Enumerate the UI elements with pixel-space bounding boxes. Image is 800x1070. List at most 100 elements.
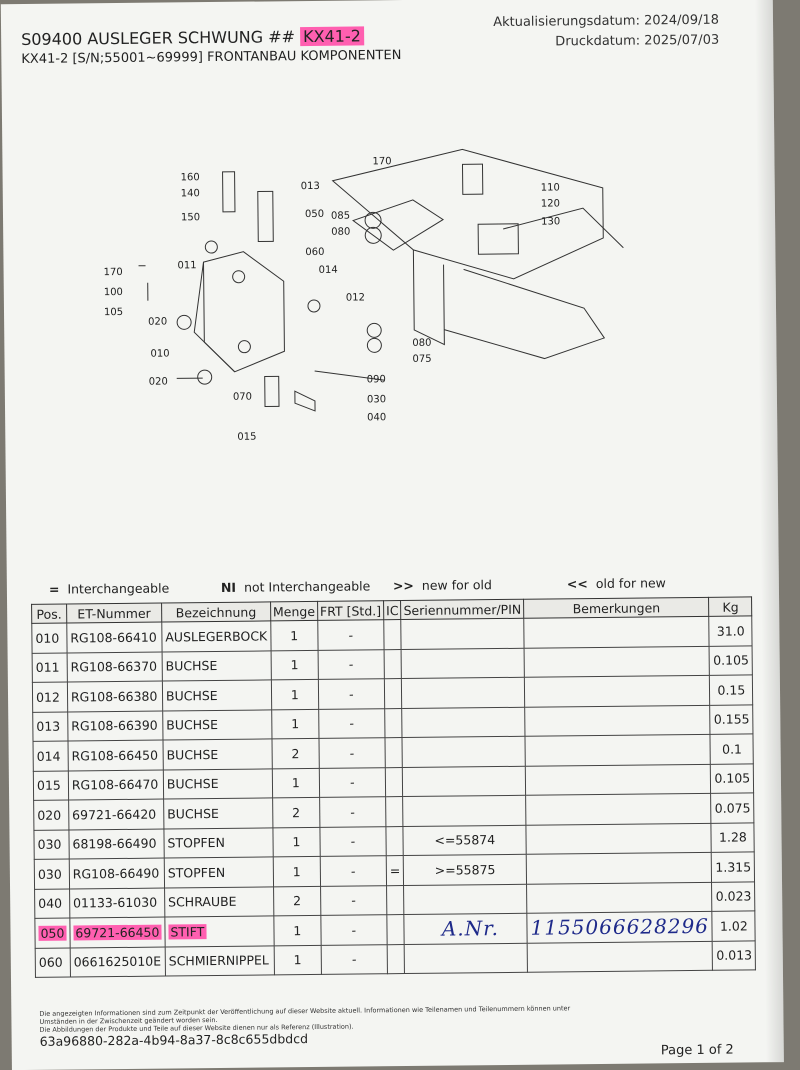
cell-frt: - (318, 708, 385, 739)
callout: 020 (149, 376, 168, 387)
callout: 070 (233, 392, 252, 403)
cell-bez: BUCHSE (162, 709, 272, 741)
cell-kg: 1.02 (712, 910, 756, 941)
col-header: ET-Nummer (66, 603, 162, 624)
cell-kg: 31.0 (709, 615, 753, 646)
cell-pos: 030 (33, 829, 70, 860)
cell-bez: STOPFEN (164, 856, 274, 888)
document-id: 63a96880-282a-4b94-8a37-8c8c655dbdcd (39, 1031, 309, 1049)
cell-kg: 1.28 (711, 822, 755, 853)
cell-et: RG108-66390 (67, 710, 163, 742)
title-model-highlight: KX41-2 (299, 26, 364, 47)
cell-bez: BUCHSE (163, 797, 273, 829)
cell-kg: 0.075 (711, 792, 755, 823)
cell-frt: - (320, 944, 388, 975)
cell-kg: 0.155 (710, 704, 754, 735)
cell-frt: - (320, 914, 388, 945)
col-header: IC (383, 600, 402, 620)
cell-et: RG108-66380 (67, 681, 163, 712)
cell-sn (401, 618, 525, 650)
title-prefix: S09400 AUSLEGER SCHWUNG ## (21, 27, 296, 50)
callout: 085 (331, 211, 350, 222)
cell-frt: - (317, 649, 385, 680)
cell-pos: 012 (32, 682, 68, 712)
cell-kg: 0.023 (711, 881, 756, 912)
cell-menge: 1 (270, 620, 318, 651)
cell-menge: 1 (272, 767, 320, 798)
callout: 170 (372, 156, 391, 167)
cell-bem (526, 881, 713, 914)
callout: 140 (181, 188, 200, 199)
cell-bez: STOPFEN (163, 827, 274, 859)
cell-sn (401, 677, 525, 709)
callout: 170 (104, 267, 123, 278)
cell-ic (383, 649, 402, 679)
legend-old-for-new: <<old for new (566, 575, 666, 592)
cell-sn: <=55874 (403, 824, 527, 856)
cell-frt: - (318, 678, 385, 709)
cell-ic (384, 678, 403, 709)
callout: 012 (346, 292, 365, 303)
cell-pos: 014 (33, 741, 69, 771)
cell-bez: STIFT (164, 915, 274, 947)
cell-menge: 2 (272, 797, 320, 828)
handwritten-number: 1155066628296 (530, 914, 710, 940)
cell-frt: - (317, 619, 384, 650)
cell-ic (384, 737, 403, 768)
cell-menge: 2 (271, 738, 320, 769)
col-header: Pos. (31, 604, 67, 624)
legend-interchangeable: =Interchangeable (48, 580, 170, 597)
cell-et: 0661625010E (70, 946, 166, 978)
cell-kg: 0.1 (710, 733, 754, 764)
cell-sn (401, 647, 525, 679)
col-header: Menge (270, 601, 318, 621)
cell-ic: = (386, 855, 404, 886)
cell-et: RG108-66490 (69, 858, 165, 889)
cell-frt: - (319, 767, 386, 798)
callout: 080 (412, 338, 431, 349)
cell-bem (525, 734, 711, 766)
callout: 075 (412, 354, 431, 365)
callout: 013 (301, 181, 320, 192)
cell-kg: 0.15 (709, 674, 753, 705)
update-date: Aktualisierungsdatum: 2024/09/18 (493, 12, 720, 31)
cell-ic (385, 826, 404, 856)
exploded-parts-diagram: 160 140 150 013 050 085 080 060 014 012 … (104, 148, 624, 443)
cell-et: RG108-66410 (66, 622, 162, 653)
cell-sn (402, 765, 526, 797)
cell-menge: 1 (273, 944, 322, 975)
cell-bem (523, 616, 710, 648)
cell-sn (404, 942, 528, 974)
cell-pos: 011 (32, 652, 68, 683)
cell-et: RG108-66450 (67, 740, 164, 771)
cell-sn: A.Nr. (404, 913, 528, 945)
cell-sn (403, 883, 527, 915)
cell-et: 68198-66490 (68, 828, 165, 860)
page-title: S09400 AUSLEGER SCHWUNG ## KX41-2 (21, 26, 364, 49)
cell-et: 69721-66420 (68, 799, 164, 830)
cell-bez: SCHRAUBE (164, 886, 274, 918)
cell-frt: - (320, 885, 387, 916)
callout: 015 (237, 432, 256, 443)
cell-sn: >=55875 (403, 854, 527, 886)
cell-frt: - (318, 737, 386, 768)
cell-bem (525, 793, 712, 825)
cell-bez: BUCHSE (161, 650, 272, 682)
cell-bem (524, 675, 711, 707)
callout: 160 (181, 172, 200, 183)
page-shadow (754, 0, 784, 1063)
callout: 020 (148, 316, 167, 327)
cell-bez: AUSLEGERBOCK (161, 620, 271, 652)
legend-new-for-old: >>new for old (392, 577, 492, 594)
cell-et: 01133-61030 (69, 887, 165, 919)
cell-ic (386, 885, 405, 915)
cell-kg: 1.315 (711, 851, 755, 882)
callout-labels: 160 140 150 013 050 085 080 060 014 012 … (104, 156, 561, 443)
cell-ic (387, 944, 405, 974)
cell-pos: 013 (32, 711, 68, 742)
cell-kg: 0.105 (710, 763, 754, 794)
cell-pos: 010 (31, 623, 67, 653)
